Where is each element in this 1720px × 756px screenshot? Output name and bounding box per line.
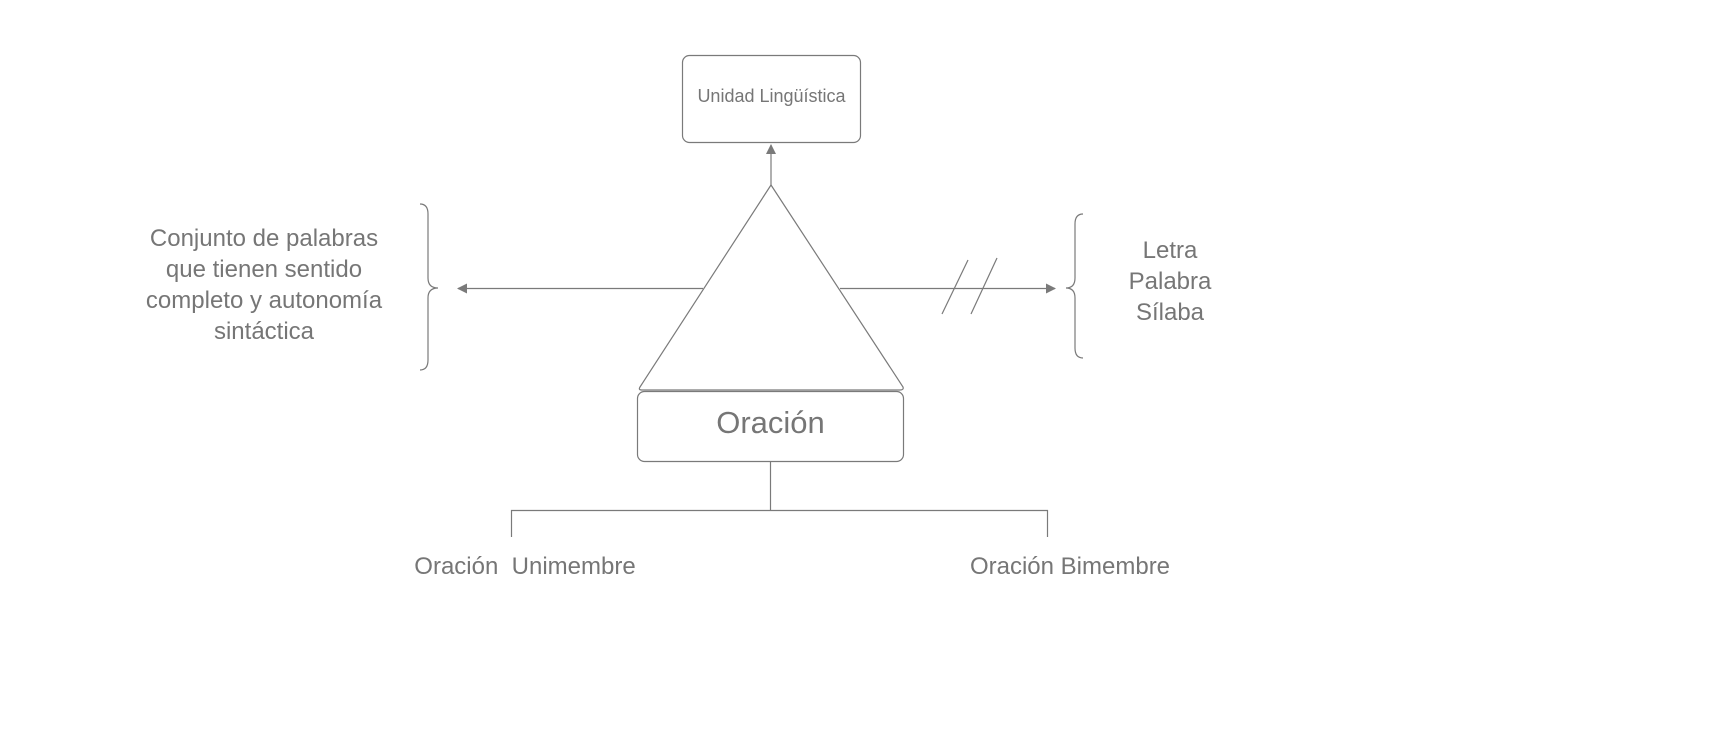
- oracion-label: Oración: [716, 405, 825, 440]
- definition-text: Conjunto de palabras que tienen sentido …: [114, 223, 414, 347]
- definition-line: completo y autonomía: [145, 287, 383, 314]
- not-unit-item: Sílaba: [1135, 299, 1205, 326]
- unidad-linguistica-box: [681, 54, 862, 144]
- oracion-unimembre-label: Oración Unimembre: [414, 553, 636, 580]
- negation-slash-2: [970, 257, 998, 315]
- oracion-box: [636, 390, 905, 463]
- unidad-linguistica-label: Unidad Lingüística: [697, 86, 846, 106]
- not-unit-item: Palabra: [1128, 268, 1212, 295]
- definition-line: sintáctica: [213, 318, 315, 345]
- not-unit-item: Letra: [1142, 237, 1198, 264]
- oracion-bimembre-label: Oración Bimembre: [969, 553, 1171, 580]
- definition-line: que tienen sentido: [165, 256, 363, 283]
- right-brace: [1065, 213, 1084, 359]
- not-units-list: Letra Palabra Sílaba: [1100, 235, 1240, 328]
- definition-line: Conjunto de palabras: [149, 225, 379, 252]
- left-brace: [419, 203, 439, 371]
- children-connector: [510, 462, 1049, 537]
- negation-slash-1: [941, 259, 969, 315]
- triangle-shape: [638, 183, 904, 391]
